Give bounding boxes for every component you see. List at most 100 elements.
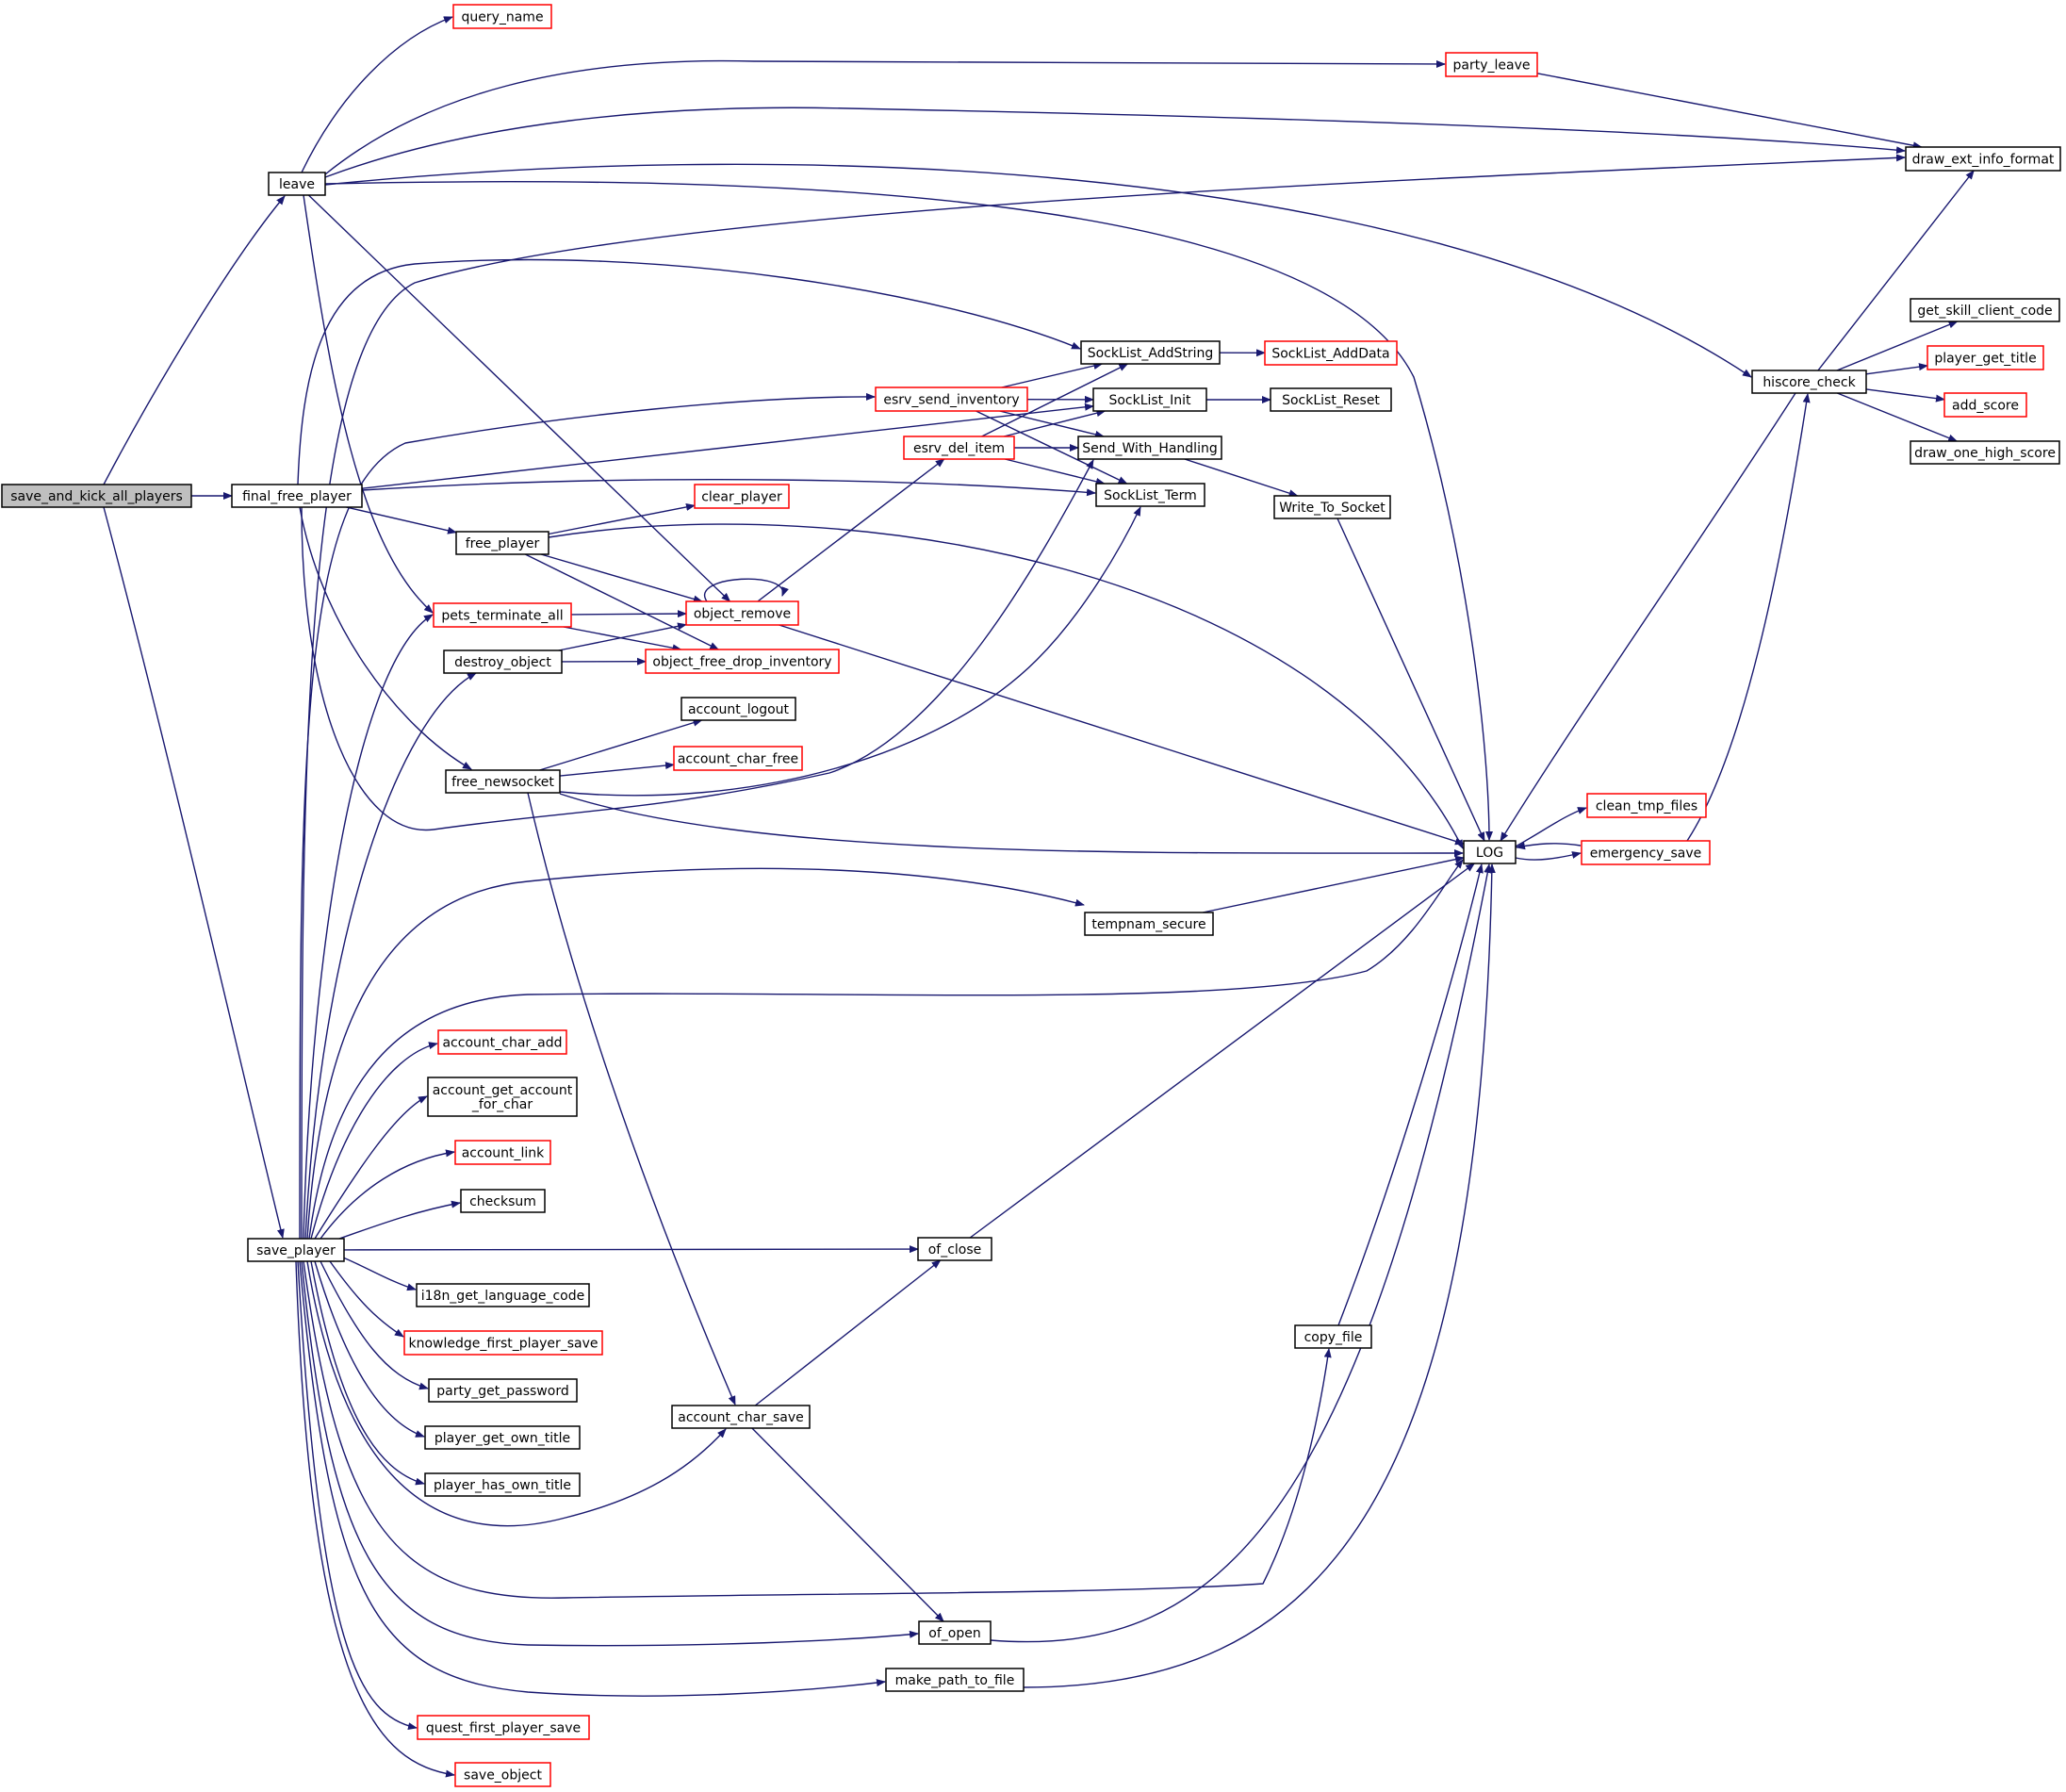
- node-box: [455, 531, 549, 555]
- node-free-player[interactable]: free_player: [455, 531, 549, 555]
- node-player-get-own-title[interactable]: player_get_own_title: [424, 1425, 581, 1450]
- node-free-newsocket[interactable]: free_newsocket: [445, 769, 561, 794]
- edge-pets_terminate_all-to-object_remove: [570, 610, 687, 618]
- node-box: [917, 1237, 992, 1261]
- node-label: i18n_get_language_code: [421, 1289, 585, 1304]
- node-LOG[interactable]: LOG: [1463, 840, 1517, 864]
- edge-save_player-to-checksum: [338, 1200, 461, 1240]
- node-account-char-save[interactable]: account_char_save: [671, 1405, 811, 1429]
- edge-free_player-to-object_remove: [540, 553, 703, 603]
- edge-destroy_object-to-object_remove: [558, 622, 687, 651]
- node-box: [903, 436, 1015, 460]
- node-leave[interactable]: leave: [268, 172, 326, 196]
- edge-save_player-to-make_path_to_file: [299, 1260, 886, 1697]
- node-SockList-AddData[interactable]: SockList_AddData: [1264, 340, 1398, 366]
- edge-save_player-to-quest_first_player_save: [297, 1260, 418, 1731]
- edge-final_free_player-to-SockList_Term: [361, 478, 1096, 497]
- node-copy-file[interactable]: copy_file: [1294, 1324, 1372, 1349]
- node-box: [427, 1077, 578, 1117]
- node-object-free-drop-inventory[interactable]: object_free_drop_inventory: [645, 649, 840, 674]
- node-account-link[interactable]: account_link: [454, 1140, 551, 1165]
- node-player-has-own-title[interactable]: player_has_own_title: [424, 1472, 581, 1497]
- node-Write-To-Socket[interactable]: Write_To_Socket: [1273, 495, 1391, 519]
- node-of-open[interactable]: of_open: [918, 1620, 992, 1645]
- node-esrv-send-inventory[interactable]: esrv_send_inventory: [875, 386, 1028, 412]
- edge-save_player-to-of_close: [343, 1245, 919, 1254]
- node-player-get-title[interactable]: player_get_title: [1927, 345, 2044, 370]
- node-get-skill-client-code[interactable]: get_skill_client_code: [1910, 298, 2060, 322]
- node-clean-tmp-files[interactable]: clean_tmp_files: [1586, 793, 1707, 818]
- node-emergency-save[interactable]: emergency_save: [1581, 840, 1711, 865]
- node-esrv-del-item[interactable]: esrv_del_item: [903, 436, 1015, 460]
- node-quest-first-player-save[interactable]: quest_first_player_save: [417, 1715, 590, 1740]
- node-destroy-object[interactable]: destroy_object: [443, 649, 563, 674]
- edge-object_remove-to-esrv_del_item: [757, 458, 945, 602]
- node-draw-ext-info-format[interactable]: draw_ext_info_format: [1905, 146, 2061, 172]
- edge-free_player-to-LOG: [548, 523, 1464, 849]
- node-SockList-Reset[interactable]: SockList_Reset: [1270, 387, 1392, 412]
- node-label: free_newsocket: [451, 775, 554, 790]
- node-account-get-account-for-char[interactable]: account_get_account_for_char: [427, 1077, 578, 1117]
- node-save-and-kick-all-players[interactable]: save_and_kick_all_players: [1, 484, 192, 508]
- edge-esrv_del_item-to-SockList_Term: [1005, 458, 1106, 485]
- node-label: account_char_save: [678, 1410, 803, 1425]
- node-box: [673, 746, 803, 771]
- node-of-close[interactable]: of_close: [917, 1237, 992, 1261]
- node-box: [918, 1620, 992, 1645]
- node-label: Write_To_Socket: [1279, 501, 1386, 516]
- edge-free_player-to-clear_player: [548, 503, 696, 535]
- node-box: [1445, 52, 1538, 77]
- node-label: account_char_free: [678, 752, 798, 767]
- node-clear-player[interactable]: clear_player: [694, 484, 790, 509]
- node-label: free_player: [466, 536, 540, 551]
- node-hiscore-check[interactable]: hiscore_check: [1751, 370, 1867, 394]
- node-SockList-Term[interactable]: SockList_Term: [1095, 483, 1205, 507]
- edge-final_free_player-to-free_newsocket: [299, 506, 472, 770]
- node-box: [1910, 440, 2060, 465]
- node-box: [437, 1029, 567, 1055]
- edge-hiscore_check-to-add_score: [1865, 388, 1945, 403]
- edge-free_player-to-object_free_drop_inventory: [524, 553, 720, 650]
- node-tempnam-secure[interactable]: tempnam_secure: [1084, 912, 1214, 936]
- node-i18n-get-language-code[interactable]: i18n_get_language_code: [416, 1283, 590, 1307]
- node-account-char-free[interactable]: account_char_free: [673, 746, 803, 771]
- edge-free_newsocket-to-account_char_save: [527, 792, 736, 1406]
- node-box: [247, 1238, 345, 1262]
- node-label: get_skill_client_code: [1917, 304, 2052, 319]
- node-label: Send_With_Handling: [1082, 441, 1217, 456]
- node-SockList-Init[interactable]: SockList_Init: [1092, 387, 1207, 412]
- edge-final_free_player-to-free_player: [346, 506, 457, 534]
- edge-save_player-to-destroy_object: [304, 672, 477, 1240]
- node-label: player_has_own_title: [434, 1478, 571, 1493]
- node-box: [454, 1140, 551, 1165]
- node-query-name[interactable]: query_name: [452, 4, 552, 29]
- node-label: clean_tmp_files: [1596, 799, 1697, 814]
- node-party-get-password[interactable]: party_get_password: [428, 1378, 578, 1403]
- node-make-path-to-file[interactable]: make_path_to_file: [885, 1668, 1025, 1692]
- node-account-logout[interactable]: account_logout: [680, 697, 796, 721]
- node-knowledge-first-player-save[interactable]: knowledge_first_player_save: [403, 1330, 603, 1356]
- node-pets-terminate-all[interactable]: pets_terminate_all: [433, 602, 572, 628]
- node-add-score[interactable]: add_score: [1943, 392, 2027, 418]
- node-SockList-AddString[interactable]: SockList_AddString: [1080, 340, 1221, 365]
- node-draw-one-high-score[interactable]: draw_one_high_score: [1910, 440, 2060, 465]
- node-Send-With-Handling[interactable]: Send_With_Handling: [1077, 436, 1222, 460]
- node-save-player[interactable]: save_player: [247, 1238, 345, 1262]
- node-save-object[interactable]: save_object: [454, 1762, 551, 1787]
- node-account-char-add[interactable]: account_char_add: [437, 1029, 567, 1055]
- edge-leave-to-object_remove: [307, 194, 731, 602]
- edge-Write_To_Socket-to-LOG: [1336, 518, 1485, 842]
- node-final-free-player[interactable]: final_free_player: [231, 484, 363, 508]
- edge-hiscore_check-to-player_get_title: [1865, 363, 1928, 375]
- node-label: add_score: [1952, 399, 2019, 414]
- edge-leave-to-pets_terminate_all: [303, 194, 434, 614]
- node-label: SockList_Term: [1104, 488, 1197, 503]
- node-box: [231, 484, 363, 508]
- node-label: player_get_title: [1934, 352, 2036, 367]
- node-object-remove[interactable]: object_remove: [685, 600, 799, 626]
- node-box: [443, 649, 563, 674]
- node-checksum[interactable]: checksum: [460, 1189, 546, 1213]
- node-label: account_char_add: [442, 1036, 562, 1051]
- node-box: [1084, 912, 1214, 936]
- node-party-leave[interactable]: party_leave: [1445, 52, 1538, 77]
